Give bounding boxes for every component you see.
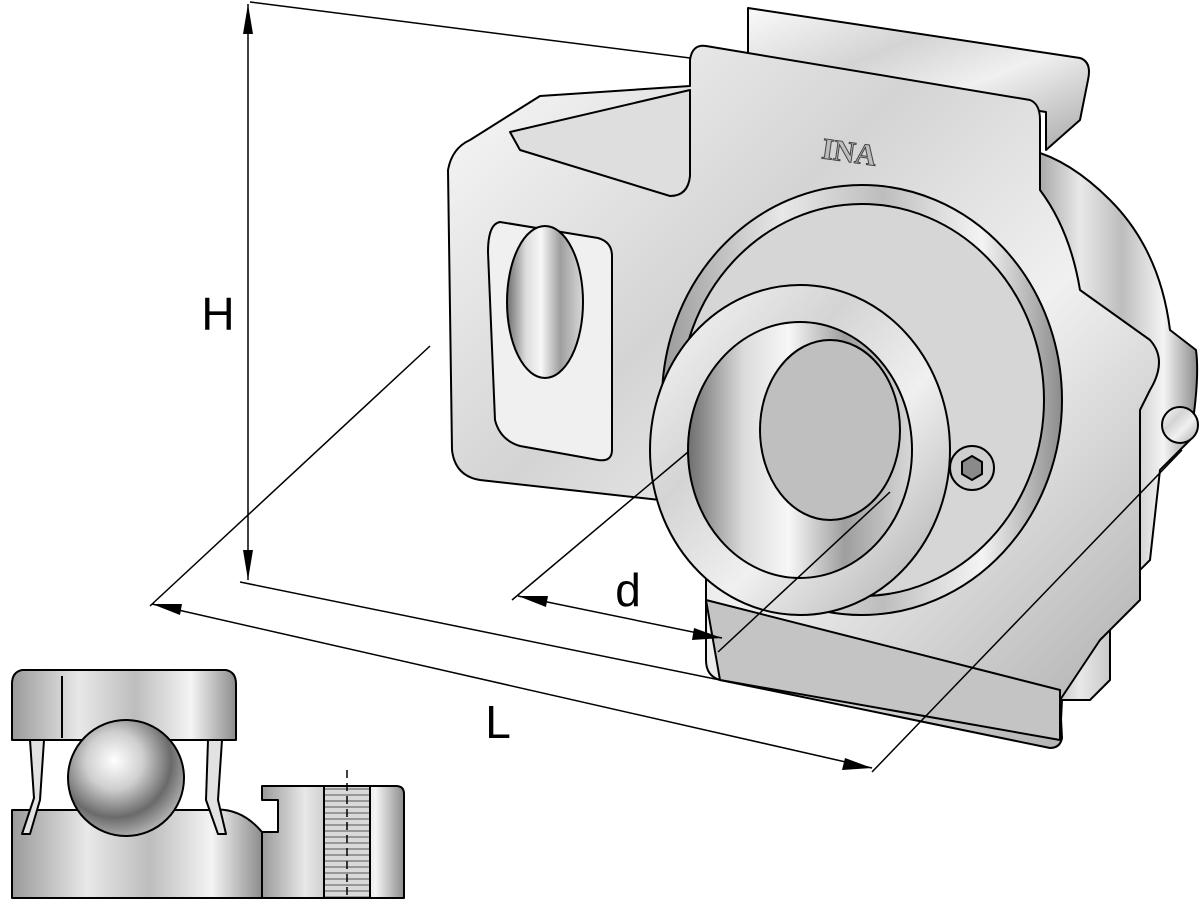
length-extension-right xyxy=(871,449,1183,773)
height-label: H xyxy=(201,288,234,340)
section-right-seal xyxy=(205,739,227,835)
bore-extension-right xyxy=(717,491,891,653)
length-arrow-left xyxy=(152,604,182,615)
section-ball-icon xyxy=(67,719,185,837)
length-label: L xyxy=(485,696,511,748)
section-outer-ring xyxy=(11,669,237,741)
housing-top-rail xyxy=(747,7,1090,151)
bore-extension-left xyxy=(511,451,689,601)
length-arrow-right xyxy=(842,758,872,770)
height-extension-top xyxy=(249,1,691,59)
dimension-lines xyxy=(149,1,1183,773)
bore-arrow-right xyxy=(692,628,722,640)
left-slot-hole xyxy=(506,225,584,379)
housing-bottom-foot xyxy=(705,599,1061,741)
bore-label: d xyxy=(615,564,641,616)
bearing-cross-section-icon xyxy=(11,669,405,899)
length-dimension-line xyxy=(151,603,873,769)
height-arrow-bottom xyxy=(243,550,253,580)
brand-label: INA xyxy=(820,132,879,172)
bearing-bore-inner xyxy=(759,339,901,521)
housing-upper-wedge xyxy=(509,89,691,197)
height-extension-bottom xyxy=(239,581,721,681)
insert-bearing-icon: INA xyxy=(649,132,1063,616)
section-left-seal xyxy=(21,739,45,835)
bore-arrow-left xyxy=(518,596,548,607)
length-extension-left xyxy=(149,345,431,607)
height-arrow-top xyxy=(243,4,253,34)
set-screw-hex xyxy=(961,454,983,482)
housing-side-pin xyxy=(1161,406,1199,444)
bore-dimension-line xyxy=(517,595,723,639)
